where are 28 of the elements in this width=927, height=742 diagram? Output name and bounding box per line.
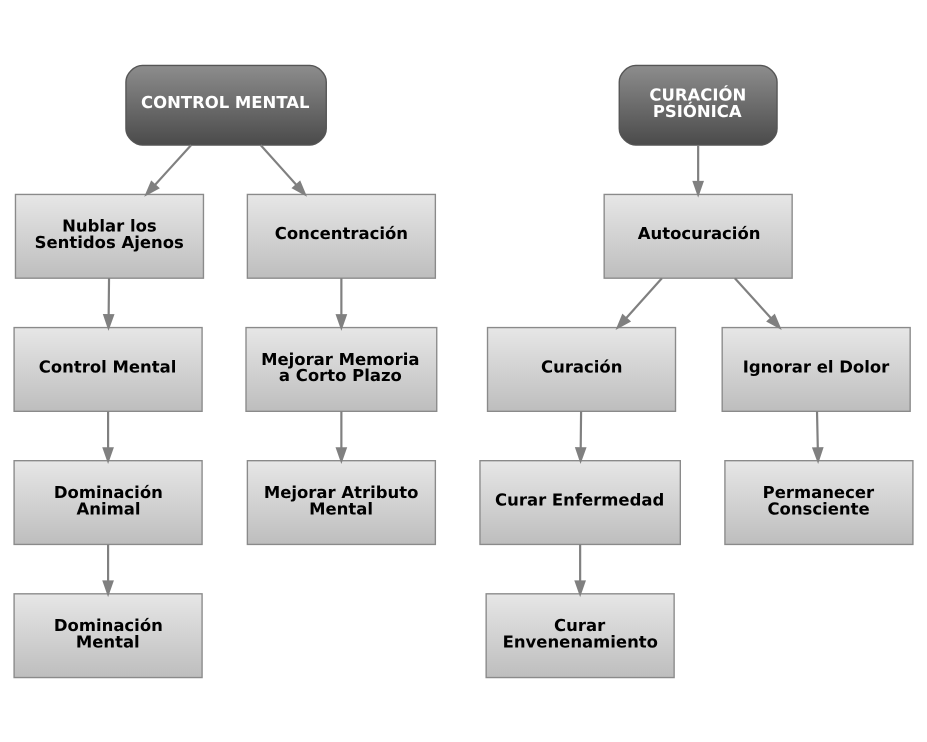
node-box: Mejorar Memoria a Corto Plazo bbox=[245, 326, 438, 412]
node-box: Curar Envenenamiento bbox=[485, 592, 675, 678]
arrow bbox=[812, 410, 824, 464]
arrow bbox=[692, 144, 704, 198]
arrow bbox=[574, 410, 587, 464]
node-box: Ignorar el Dolor bbox=[721, 326, 911, 412]
node-box: Dominación Animal bbox=[13, 460, 203, 545]
node-box: Dominación Mental bbox=[13, 592, 203, 678]
node-box: Permanecer Consciente bbox=[724, 460, 914, 545]
node-box: CONTROL MENTAL bbox=[125, 64, 327, 146]
node-box: CURACIÓN PSIÓNICA bbox=[618, 64, 778, 146]
node-box: Control Mental bbox=[13, 326, 203, 412]
arrow bbox=[102, 410, 114, 464]
arrow bbox=[102, 544, 114, 597]
arrow bbox=[734, 277, 782, 330]
node-box: Mejorar Atributo Mental bbox=[246, 460, 436, 545]
node-box: Curar Enfermedad bbox=[479, 460, 681, 545]
node-box: Concentración bbox=[246, 193, 436, 278]
node-box: Nublar los Sentidos Ajenos bbox=[14, 193, 204, 278]
node-box: Autocuración bbox=[603, 193, 793, 278]
arrow bbox=[616, 277, 663, 330]
arrow bbox=[574, 544, 586, 597]
arrow bbox=[336, 410, 348, 464]
arrow bbox=[336, 278, 348, 330]
arrow bbox=[102, 278, 115, 330]
arrow bbox=[144, 144, 192, 196]
arrow bbox=[260, 144, 308, 196]
node-box: Curación bbox=[486, 326, 676, 412]
